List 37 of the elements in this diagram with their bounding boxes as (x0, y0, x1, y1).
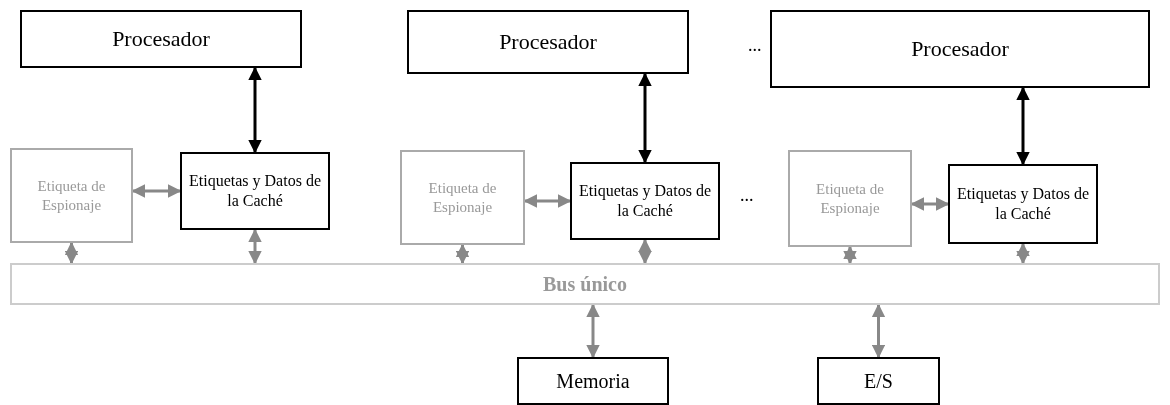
node-label: Memoria (556, 368, 630, 394)
processor-box (407, 10, 689, 74)
node-label: Etiqueta de Espionaje (36, 176, 107, 215)
ellipsis-label: ... (740, 185, 754, 206)
node-label: Procesador (112, 25, 210, 53)
processor-box (20, 10, 302, 68)
double-arrow (638, 72, 652, 164)
double-arrow (1016, 242, 1030, 265)
memory-box (817, 357, 940, 405)
double-arrow (1016, 86, 1030, 166)
double-arrow (455, 243, 470, 265)
snoop-tag-box (10, 148, 133, 243)
memory-box (517, 357, 669, 405)
bus-bar (10, 263, 1160, 305)
ellipsis-label: ... (748, 35, 762, 56)
cache-box (948, 164, 1098, 244)
node-label: Procesador (499, 28, 597, 56)
node-label: Bus único (543, 271, 627, 297)
cache-box (570, 162, 720, 240)
node-label: Etiquetas y Datos de la Caché (578, 181, 712, 221)
snoop-tag-box (788, 150, 912, 247)
node-label: Etiquetas y Datos de la Caché (956, 184, 1090, 224)
snoop-tag-box (400, 150, 525, 245)
node-label: Procesador (911, 35, 1009, 63)
cache-box (180, 152, 330, 230)
double-arrow (586, 303, 600, 359)
double-arrow (248, 66, 262, 154)
node-label: E/S (864, 368, 893, 394)
double-arrow (638, 238, 652, 265)
processor-box (770, 10, 1150, 88)
node-label: Etiqueta de Espionaje (815, 179, 885, 218)
double-arrow (64, 241, 79, 265)
node-label: Etiquetas y Datos de la Caché (188, 171, 322, 211)
double-arrow (843, 245, 857, 265)
double-arrow (871, 303, 886, 359)
double-arrow (248, 228, 262, 265)
node-label: Etiqueta de Espionaje (427, 178, 498, 217)
